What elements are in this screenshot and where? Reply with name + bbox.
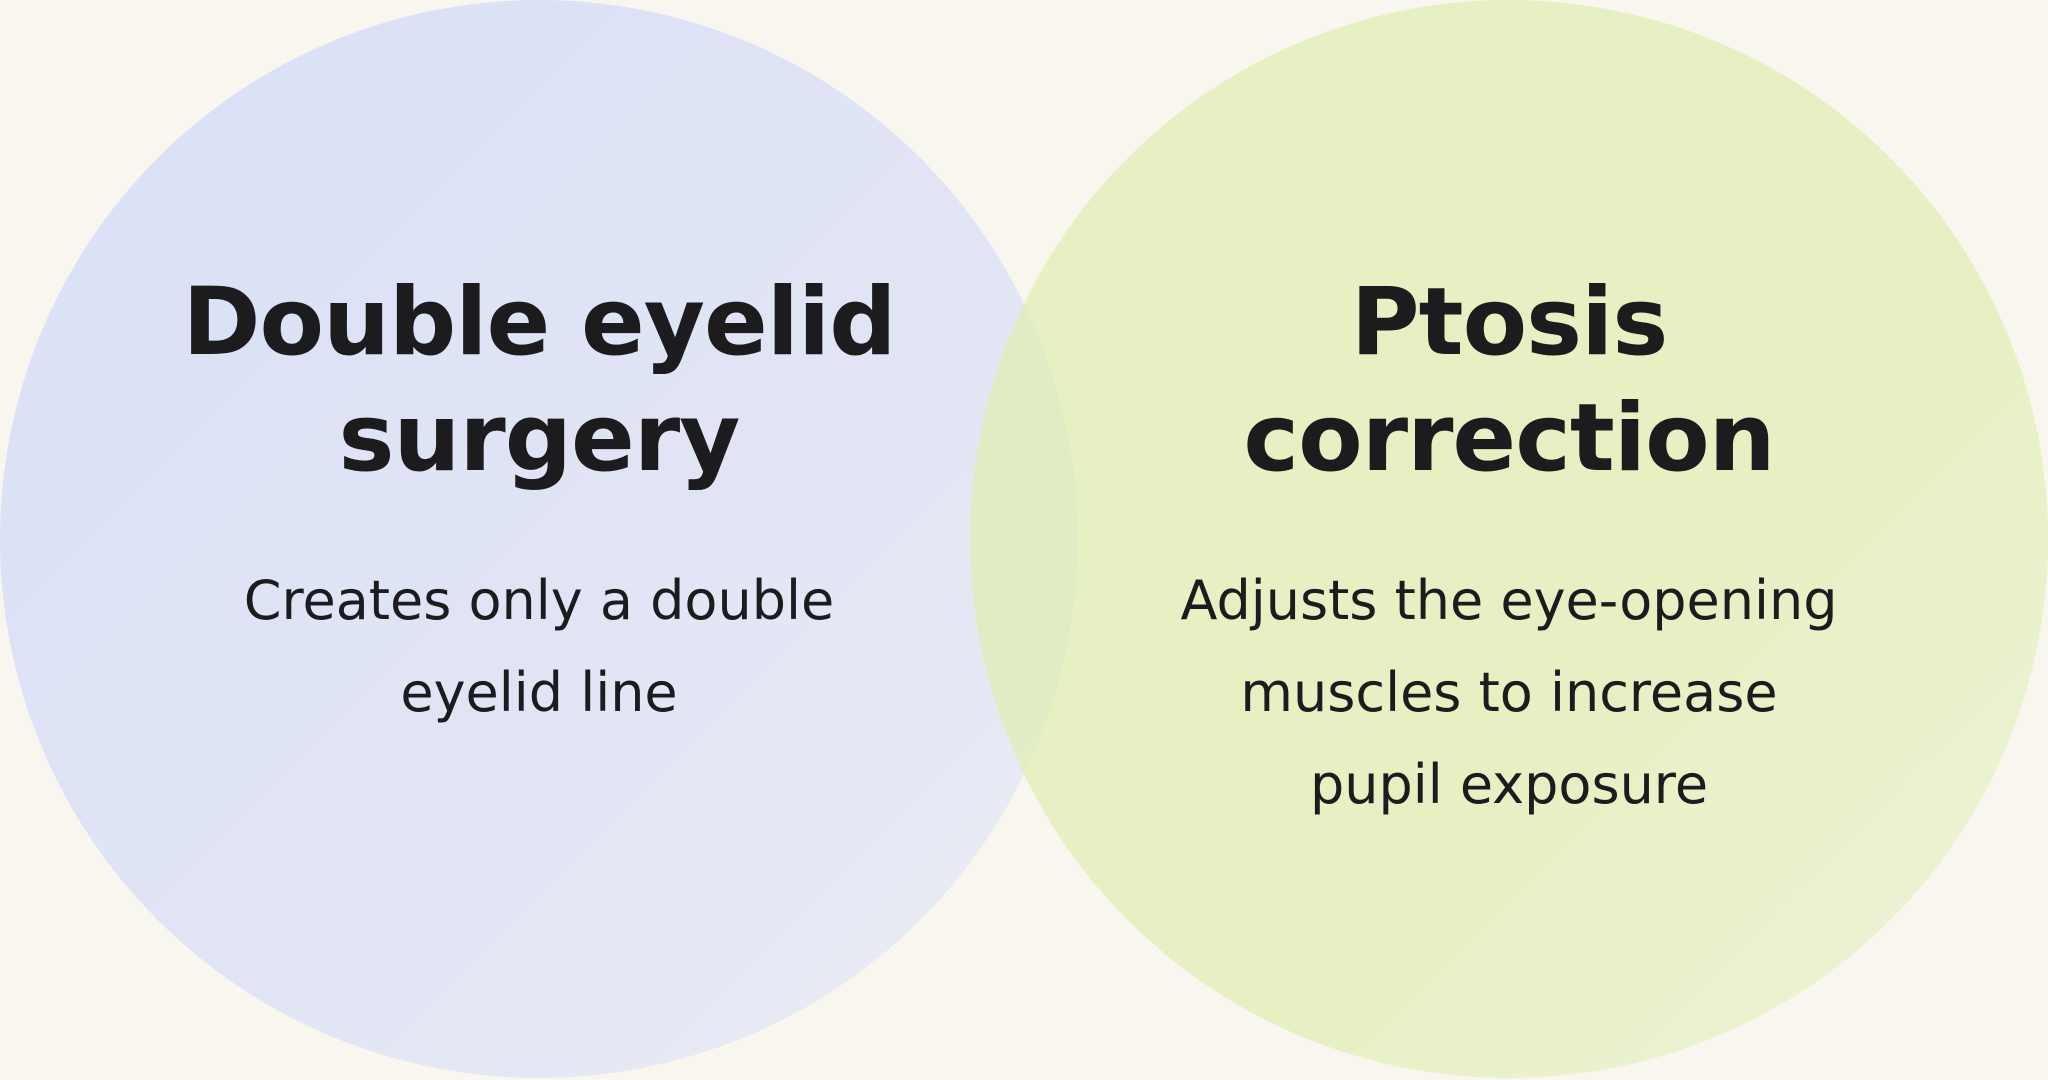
right-title-line-2: correction [1243,384,1775,493]
right-title: Ptosis correction [970,265,2048,497]
left-desc-line-1: Creates only a double [243,569,835,632]
right-circle [970,0,2048,1078]
right-title-line-1: Ptosis [1350,268,1669,377]
left-title-line-2: surgery [338,384,741,493]
right-desc-line-3: pupil exposure [1309,753,1709,816]
right-desc-line-2: muscles to increase [1240,661,1778,724]
left-circle [0,0,1078,1078]
left-title: Double eyelid surgery [0,265,1078,497]
left-desc-line-2: eyelid line [400,661,678,724]
right-desc-line-1: Adjusts the eye-opening [1180,569,1838,632]
left-description: Creates only a double eyelid line [0,555,1078,739]
right-description: Adjusts the eye-opening muscles to incre… [970,555,2048,831]
left-title-line-1: Double eyelid [182,268,896,377]
